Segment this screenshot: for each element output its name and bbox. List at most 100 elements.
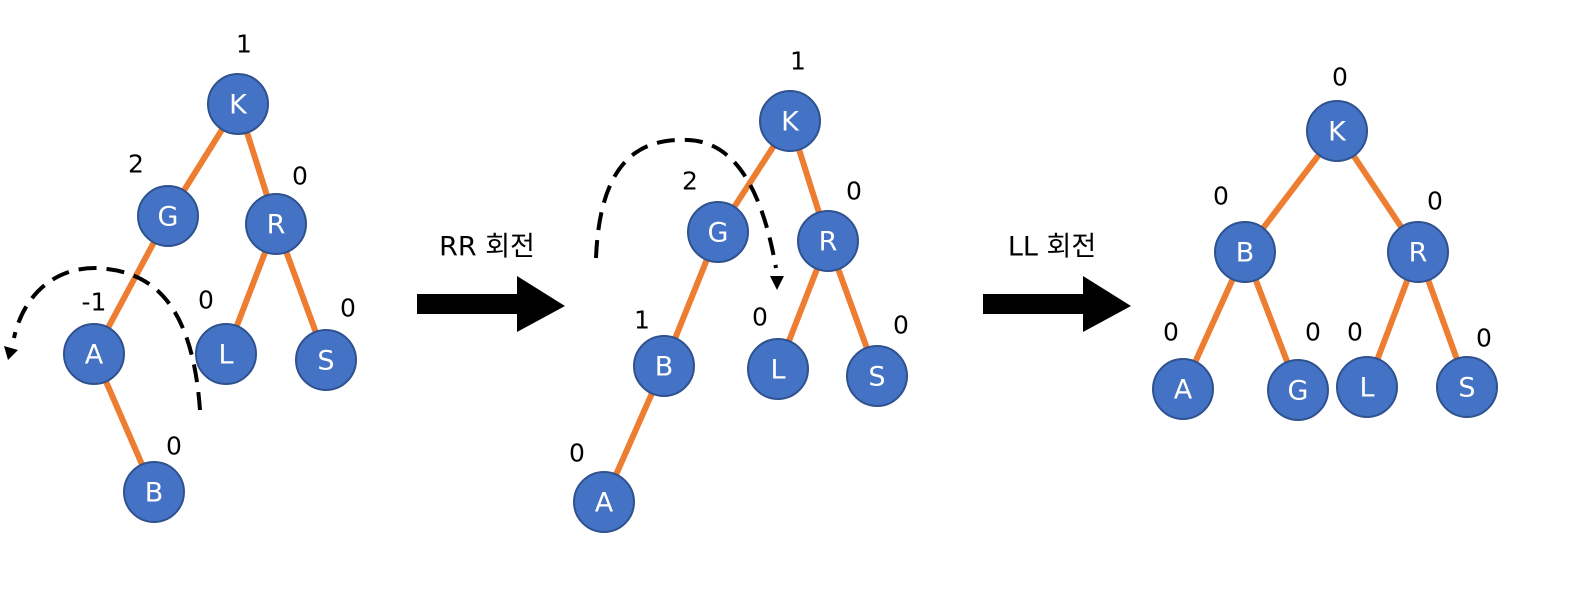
balance-factor-label: 1: [236, 30, 252, 59]
node-circle: [195, 323, 257, 385]
balance-factor-label: 2: [128, 150, 144, 179]
node-label: A: [85, 340, 104, 371]
edges-layer: [102, 126, 1461, 478]
nodes-layer: K1G2R0A-1L0S0B0K1G2R0B1L0S0A0K0B0R0A0G0L…: [63, 30, 1498, 533]
balance-factor-label: 0: [1347, 318, 1363, 347]
tree1-node-A: A-1: [63, 288, 125, 385]
tree2-node-B: B1: [633, 306, 695, 397]
tree3-edge-R-L: [1374, 277, 1411, 362]
node-circle: [137, 185, 199, 247]
tree1-node-S: S0: [295, 294, 357, 391]
node-circle: [123, 461, 185, 523]
tree2-node-G: G2: [682, 167, 749, 263]
balance-factor-label: 0: [166, 432, 182, 461]
tree2-edge-R-L: [785, 265, 821, 345]
tree1-edge-K-G: [180, 126, 226, 194]
tree3-node-A: A0: [1152, 318, 1214, 420]
tree3-edge-B-A: [1191, 276, 1237, 365]
tree1-node-K: K1: [207, 30, 269, 135]
node-circle: [797, 210, 859, 272]
tree3-node-G: G0: [1267, 318, 1329, 421]
tree1-edge-R-S: [282, 249, 320, 335]
balance-factor-label: 0: [1213, 182, 1229, 211]
node-circle: [1387, 221, 1449, 283]
tree2-node-S: S0: [846, 311, 909, 407]
node-label: A: [1174, 375, 1193, 406]
node-circle: [1152, 358, 1214, 420]
node-label: R: [267, 210, 286, 241]
node-label: R: [819, 227, 838, 258]
node-circle: [1214, 221, 1276, 283]
tree3-node-B: B0: [1213, 182, 1276, 283]
tree2-edge-G-B: [671, 256, 711, 342]
node-circle: [573, 471, 635, 533]
node-circle: [747, 338, 809, 400]
step-arrow-rr: RR 회전: [417, 232, 565, 332]
balance-factor-label: 0: [569, 439, 585, 468]
balance-factor-label: 1: [634, 306, 650, 335]
ll-rotation-arc: [594, 137, 784, 290]
balance-factor-label: 0: [340, 294, 356, 323]
balance-factor-label: 1: [790, 47, 806, 76]
node-circle: [759, 90, 821, 152]
tree3-edge-K-B: [1259, 151, 1323, 232]
node-label: L: [770, 355, 785, 386]
node-circle: [245, 193, 307, 255]
step-label-rr: RR 회전: [439, 232, 535, 263]
node-circle: [633, 335, 695, 397]
tree3-node-L: L0: [1336, 318, 1398, 418]
node-label: R: [1409, 238, 1428, 269]
node-label: G: [158, 202, 179, 233]
tree1-edge-G-A: [104, 239, 158, 331]
balance-factor-label: 0: [846, 177, 862, 206]
balance-factor-label: 2: [682, 167, 698, 196]
tree2-node-K: K1: [759, 47, 821, 152]
balance-factor-label: 0: [292, 162, 308, 191]
node-label: K: [1328, 117, 1347, 148]
node-circle: [1267, 359, 1329, 421]
node-label: S: [868, 362, 885, 393]
node-label: K: [229, 90, 248, 121]
node-label: B: [1236, 238, 1255, 269]
tree3-node-K: K0: [1306, 63, 1368, 162]
tree2-edge-R-S: [834, 266, 871, 351]
rr-rotation-arc: [4, 265, 202, 411]
node-label: B: [145, 478, 164, 509]
balance-factor-label: 0: [893, 311, 909, 340]
node-label: L: [1359, 373, 1374, 404]
node-label: S: [317, 346, 334, 377]
tree1-node-L: L0: [195, 286, 257, 385]
node-circle: [1336, 356, 1398, 418]
tree2-node-R: R0: [797, 177, 862, 272]
tree3-edge-K-R: [1350, 152, 1405, 231]
step-label-ll: LL 회전: [1008, 232, 1096, 263]
tree1-node-G: G2: [128, 150, 199, 247]
node-circle: [63, 323, 125, 385]
node-label: B: [655, 352, 674, 383]
node-circle: [295, 329, 357, 391]
node-circle: [1306, 100, 1368, 162]
balance-factor-label: 0: [198, 286, 214, 315]
tree2-edge-K-G: [730, 142, 778, 211]
tree1-edge-K-R: [243, 129, 271, 199]
step-arrow-ll: LL 회전: [983, 232, 1131, 332]
tree3-node-R: R0: [1387, 187, 1449, 283]
tree2-edge-B-A: [612, 390, 656, 478]
tree3-edge-B-G: [1252, 277, 1291, 365]
node-label: S: [1458, 373, 1475, 404]
balance-factor-label: 0: [1427, 187, 1443, 216]
balance-factor-label: 0: [1163, 318, 1179, 347]
node-label: K: [781, 107, 800, 138]
node-label: A: [595, 488, 614, 519]
node-circle: [1436, 356, 1498, 418]
node-circle: [687, 201, 749, 263]
tree2-node-L: L0: [747, 303, 809, 400]
balance-factor-label: 0: [752, 303, 768, 332]
tree1-node-B: B0: [123, 432, 185, 523]
node-circle: [207, 73, 269, 135]
tree3-node-S: S0: [1436, 324, 1498, 418]
tree3-edge-R-S: [1424, 277, 1461, 362]
tree2-edge-K-R: [795, 146, 823, 216]
node-label: G: [1288, 376, 1309, 407]
